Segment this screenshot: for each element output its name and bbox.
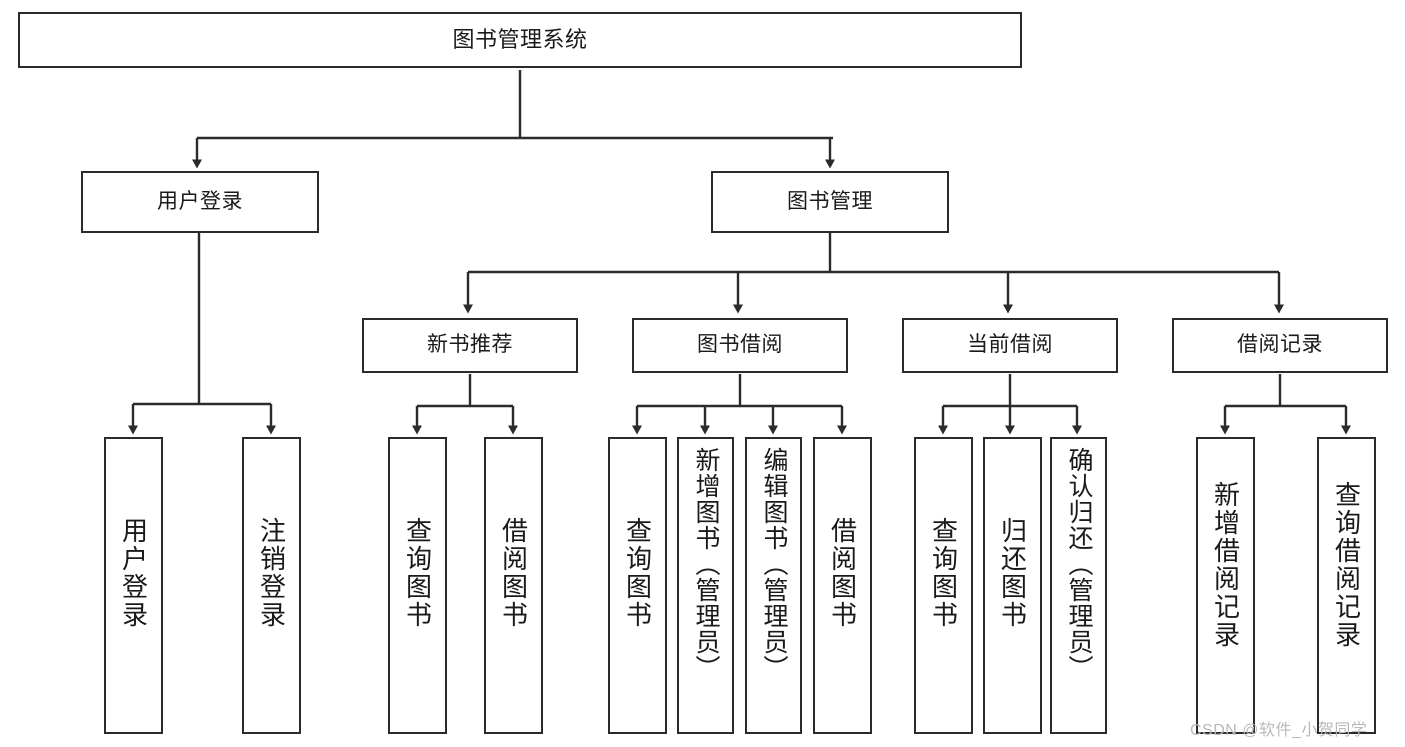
node-borrow-record-label: 借阅记录	[1237, 333, 1323, 357]
leaf-query-book-3[interactable]: 查询图书	[914, 437, 973, 734]
watermark: CSDN @软件_小贺同学	[1190, 722, 1368, 739]
leaf-borrow-book-2-label: 借阅图书	[827, 517, 858, 629]
node-borrow-record[interactable]: 借阅记录	[1172, 318, 1388, 373]
leaf-user-logout-label: 注销登录	[256, 517, 287, 629]
node-current-borrow-label: 当前借阅	[967, 333, 1053, 357]
leaf-edit-book[interactable]: 编辑图书（管理员）	[745, 437, 802, 734]
leaf-confirm-return-label: 确认归还（管理员）	[1065, 447, 1093, 681]
leaf-user-logout[interactable]: 注销登录	[242, 437, 301, 734]
leaf-user-login[interactable]: 用户登录	[104, 437, 163, 734]
leaf-return-book-label: 归还图书	[997, 517, 1028, 629]
node-current-borrow[interactable]: 当前借阅	[902, 318, 1118, 373]
leaf-add-book[interactable]: 新增图书（管理员）	[677, 437, 734, 734]
leaf-edit-book-label: 编辑图书（管理员）	[760, 447, 788, 681]
leaf-add-record-label: 新增借阅记录	[1210, 481, 1241, 649]
node-root[interactable]: 图书管理系统	[18, 12, 1022, 68]
leaf-query-book-2[interactable]: 查询图书	[608, 437, 667, 734]
node-user-login[interactable]: 用户登录	[81, 171, 319, 233]
leaf-query-book-1-label: 查询图书	[402, 517, 433, 629]
node-new-book-rec[interactable]: 新书推荐	[362, 318, 578, 373]
leaf-query-record-label: 查询借阅记录	[1331, 481, 1362, 649]
leaf-borrow-book-1[interactable]: 借阅图书	[484, 437, 543, 734]
node-book-manage[interactable]: 图书管理	[711, 171, 949, 233]
node-user-login-label: 用户登录	[157, 189, 243, 213]
leaf-user-login-label: 用户登录	[118, 517, 149, 629]
leaf-borrow-book-2[interactable]: 借阅图书	[813, 437, 872, 734]
leaf-add-book-label: 新增图书（管理员）	[692, 447, 720, 681]
leaf-add-record[interactable]: 新增借阅记录	[1196, 437, 1255, 734]
leaf-query-record[interactable]: 查询借阅记录	[1317, 437, 1376, 734]
leaf-query-book-3-label: 查询图书	[928, 517, 959, 629]
leaf-return-book[interactable]: 归还图书	[983, 437, 1042, 734]
node-book-manage-label: 图书管理	[787, 189, 873, 213]
node-book-borrow-label: 图书借阅	[697, 333, 783, 357]
leaf-query-book-2-label: 查询图书	[622, 517, 653, 629]
leaf-borrow-book-1-label: 借阅图书	[498, 517, 529, 629]
node-new-book-rec-label: 新书推荐	[427, 333, 513, 357]
node-root-label: 图书管理系统	[452, 27, 588, 53]
leaf-query-book-1[interactable]: 查询图书	[388, 437, 447, 734]
node-book-borrow[interactable]: 图书借阅	[632, 318, 848, 373]
leaf-confirm-return[interactable]: 确认归还（管理员）	[1050, 437, 1107, 734]
